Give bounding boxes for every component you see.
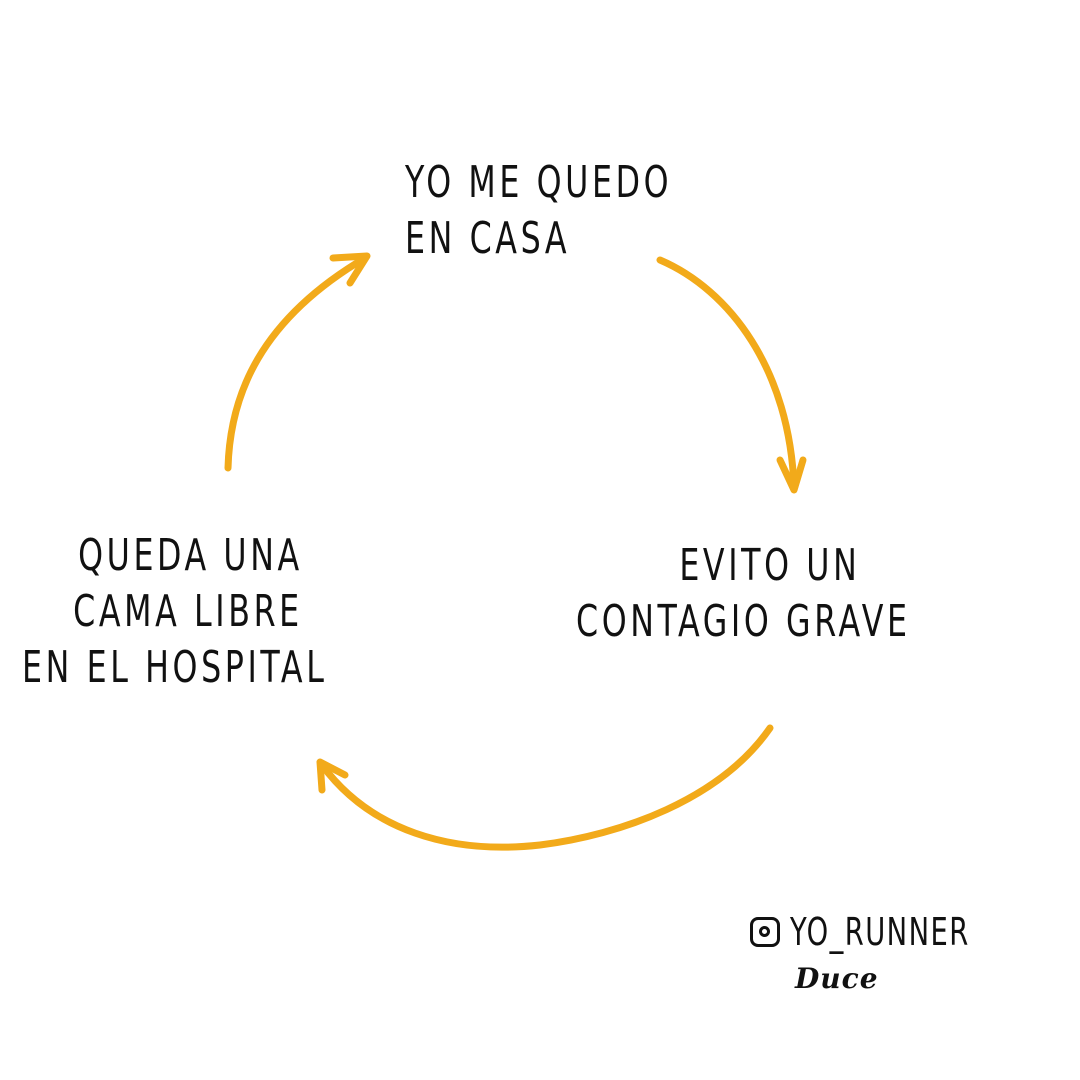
node-free-bed: QUEDA UNA CAMA LIBRE EN EL HOSPITAL xyxy=(22,528,328,696)
node-free-bed-line-1: QUEDA UNA xyxy=(78,530,303,581)
arrow-right-to-left xyxy=(318,724,774,851)
instagram-icon xyxy=(750,917,780,947)
node-avoid-contagion: EVITO UN CONTAGIO GRAVE xyxy=(576,538,911,650)
node-free-bed-line-3: EN EL HOSPITAL xyxy=(22,642,328,693)
arrowhead-right xyxy=(776,456,807,494)
node-stay-home: YO ME QUEDO EN CASA xyxy=(405,155,672,267)
arrow-top-to-right xyxy=(656,256,798,492)
node-avoid-contagion-line-2: CONTAGIO GRAVE xyxy=(576,596,911,647)
arrowhead-left xyxy=(316,758,349,794)
arrowhead-top xyxy=(329,252,371,287)
author-signature: Duce xyxy=(795,962,879,995)
instagram-handle: YO_RUNNER xyxy=(790,910,970,954)
node-avoid-contagion-line-1: EVITO UN xyxy=(679,540,861,591)
arrow-left-to-top xyxy=(224,254,369,472)
node-free-bed-line-2: CAMA LIBRE xyxy=(73,586,303,637)
author-credit: YO_RUNNER xyxy=(750,910,1040,954)
node-stay-home-line-1: YO ME QUEDO xyxy=(405,157,673,208)
node-stay-home-line-2: EN CASA xyxy=(405,213,571,264)
